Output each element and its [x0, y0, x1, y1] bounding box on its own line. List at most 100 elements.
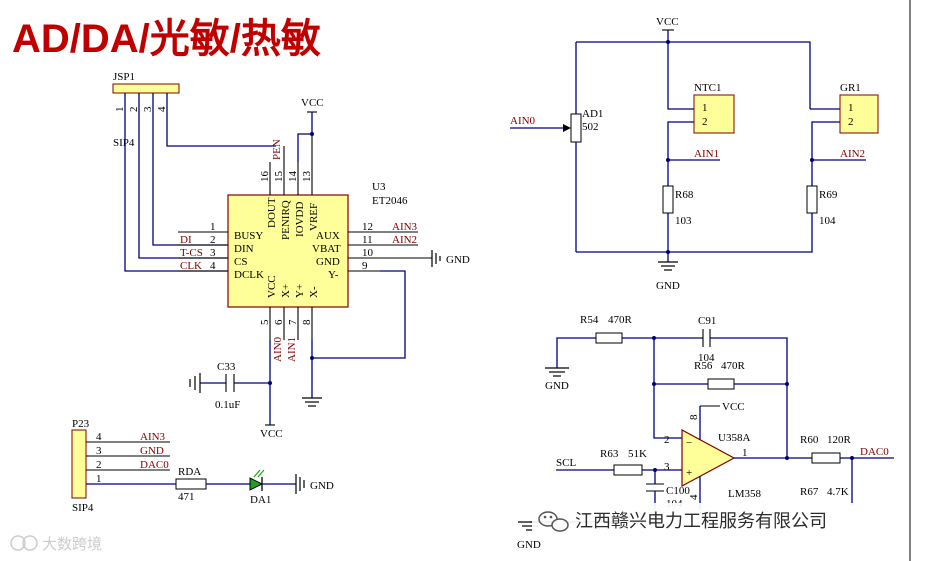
u3-cs: CS [234, 256, 247, 268]
watermark-logo-icon [10, 535, 38, 551]
u3-penirq: PENIRQ [280, 200, 292, 240]
gnd-symbol-r54 [545, 367, 569, 377]
r56-value: 470R [721, 360, 746, 372]
wire-ntc1-pin1 [667, 42, 694, 110]
gnd-label-u3: GND [446, 254, 470, 266]
watermark-site: 大数跨境 [42, 535, 102, 553]
gr1-pin1: 1 [848, 102, 854, 114]
u3-pin2-num: 2 [210, 234, 216, 246]
vcc-label-bottom: VCC [260, 428, 283, 440]
gnd-symbol-u3 [431, 250, 441, 267]
gr1-ref: GR1 [840, 82, 861, 94]
wire-r54-gnd [556, 337, 596, 368]
net-dac0-p23: DAC0 [140, 459, 169, 471]
jsp1-connector: JSP1 SIP4 1 2 3 4 [112, 71, 180, 149]
ntc1-ref: NTC1 [694, 82, 722, 94]
net-clk: CLK [180, 260, 202, 272]
gr1-body [839, 94, 879, 134]
u3-iovdd: IOVDD [294, 202, 306, 237]
p23-pin3-num: 3 [96, 445, 102, 457]
c100-ref: C100 [666, 485, 690, 497]
u3-din: DIN [234, 243, 254, 255]
gnd-label-sensor: GND [656, 280, 680, 292]
ntc1-body [693, 94, 735, 134]
watermark-company: 江西赣兴电力工程服务有限公司 [575, 511, 827, 532]
ntc1-connector: NTC1 1 2 [693, 82, 735, 134]
u3-pin10-num: 10 [362, 247, 374, 259]
u3-aux: AUX [316, 230, 340, 242]
net-ain0-u3: AIN0 [272, 336, 284, 362]
u3-ref: U3 [372, 181, 386, 193]
gnd-label-r54: GND [545, 380, 569, 392]
opamp-plus: + [686, 467, 692, 479]
u3-xminus: X- [308, 286, 320, 298]
jsp1-type: SIP4 [113, 137, 135, 149]
r69-ref: R69 [819, 189, 838, 201]
p23-pin4-num: 4 [96, 431, 102, 443]
p23-pin1-num: 1 [96, 473, 102, 485]
ad1-body [570, 113, 582, 143]
wire-c91-out [710, 337, 788, 458]
opamp-body [681, 428, 736, 488]
junction-u3-top [310, 132, 314, 136]
vcc-label-sensor: VCC [656, 16, 679, 28]
u3-vcc-pin: VCC [266, 275, 278, 298]
r54-value: 470R [608, 314, 633, 326]
u358-pin1: 1 [742, 447, 748, 459]
u3-pin15-num: 15 [273, 171, 285, 183]
page-title: AD/DA/光敏/热敏 [12, 17, 321, 61]
u3-yplus: Y+ [294, 284, 306, 298]
c91-ref: C91 [698, 315, 716, 327]
net-ain2-u3: AIN2 [392, 234, 417, 246]
r68-ref: R68 [675, 189, 694, 201]
r56-body [707, 378, 735, 390]
r68-value: 103 [675, 215, 692, 227]
led-triangle [249, 477, 264, 491]
wechat-icon [538, 511, 569, 532]
gr1-connector: GR1 1 2 [839, 82, 879, 134]
r63-ref: R63 [600, 448, 619, 460]
u3-pin14-num: 14 [287, 171, 299, 183]
vcc-label-u3: VCC [301, 97, 324, 109]
watermark-backdrop [532, 503, 900, 539]
led-ray-b [257, 469, 265, 478]
da1-ref: DA1 [250, 494, 271, 506]
r63-value: 51K [628, 448, 647, 460]
wire-gr1-pin2 [811, 121, 840, 186]
junction-u3-bottom [310, 356, 314, 360]
gr1-pin2: 2 [848, 116, 854, 128]
u3-pin4-num: 4 [210, 260, 216, 272]
wire-iovdd-vref [297, 133, 312, 162]
r60-body [811, 452, 841, 464]
net-dac0: DAC0 [860, 446, 889, 458]
wire-ntc1-pin2 [667, 121, 694, 186]
wire-yminus-loop [312, 270, 406, 359]
u3-pin13-num: 13 [301, 171, 313, 183]
r63-body [613, 464, 643, 476]
junction-opamp-out [785, 456, 789, 460]
u3-chip: U3 ET2046 [227, 181, 408, 308]
u3-gnd: GND [316, 256, 340, 268]
net-ain1: AIN1 [694, 148, 719, 160]
r54-body [595, 332, 623, 344]
gnd-symbol-u3-bottom [302, 397, 322, 407]
u3-dout: DOUT [266, 197, 278, 228]
jsp1-pin-3: 3 [142, 106, 154, 112]
u358-ref: U358A [718, 432, 750, 444]
r68-body [662, 185, 674, 214]
r69-value: 104 [819, 215, 836, 227]
gnd-label-led: GND [310, 480, 334, 492]
gnd-label-opamp: GND [517, 539, 541, 551]
net-scl: SCL [556, 457, 576, 469]
u3-dclk: DCLK [234, 269, 264, 281]
u3-pin1-num: 1 [210, 221, 216, 233]
ad1-wiper-arrow [563, 124, 571, 132]
jsp1-body [112, 83, 180, 94]
jsp1-ref: JSP1 [113, 71, 135, 83]
p23-body [71, 429, 87, 499]
wire-inv-feedback [653, 338, 682, 439]
c33-ref: C33 [217, 361, 236, 373]
jsp1-pin-1: 1 [114, 107, 126, 113]
